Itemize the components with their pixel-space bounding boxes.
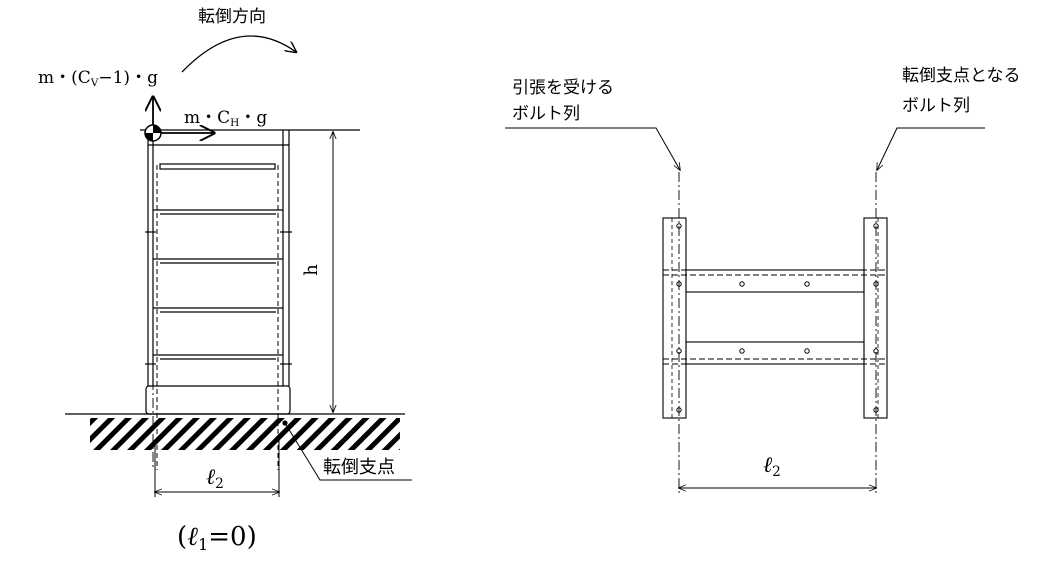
distance-label-left: ℓ2 <box>206 465 224 493</box>
condition-label: (ℓ1=0) <box>177 522 257 554</box>
tension-bolt-label-line2: ボルト列 <box>512 104 580 124</box>
pivot-bolt-label-line1: 転倒支点となる <box>902 66 1021 86</box>
tension-bolt-label-line1: 引張を受ける <box>512 78 614 98</box>
pivot-bolt-leader <box>877 127 985 170</box>
left-post <box>662 217 687 419</box>
pivot-label: 転倒支点 <box>323 457 395 478</box>
overturn-direction-arrow <box>181 35 296 73</box>
height-dimension <box>300 132 345 414</box>
height-label: h <box>300 264 322 276</box>
tension-leader <box>505 127 680 170</box>
distance-label-right: ℓ2 <box>763 453 781 481</box>
ground-hatch <box>90 418 400 450</box>
vertical-force-label: m・(CV−1)・g <box>38 68 158 90</box>
pivot-leader <box>282 420 412 481</box>
overturn-direction-label: 転倒方向 <box>198 7 266 27</box>
upper-beam <box>663 269 887 293</box>
distance-dimension-left <box>155 440 279 497</box>
horizontal-force-label: m・CH・g <box>184 108 268 130</box>
lower-beam <box>663 341 887 365</box>
bolt-holes <box>676 223 879 413</box>
right-post <box>863 217 888 419</box>
center-of-gravity-icon <box>144 124 162 142</box>
pivot-bolt-label-line2: ボルト列 <box>902 96 970 116</box>
left-figure <box>65 35 412 497</box>
right-figure <box>505 127 985 495</box>
rack-frame <box>140 110 360 470</box>
